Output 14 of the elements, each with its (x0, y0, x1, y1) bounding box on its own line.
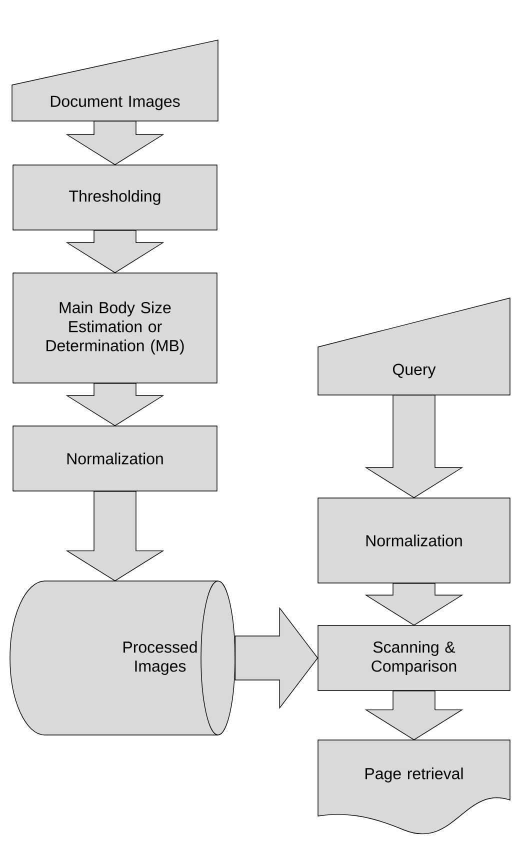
storage-drum: Processed Images (10, 580, 236, 736)
block-arrow (234, 606, 318, 710)
process-box: Normalization (318, 498, 510, 584)
block-arrow (364, 583, 464, 626)
process-box: Normalization (12, 426, 218, 492)
block-arrow (364, 690, 464, 740)
block-arrow (66, 230, 164, 274)
block-arrow (66, 383, 164, 426)
block-arrow (66, 120, 164, 166)
block-arrow (364, 394, 464, 498)
process-box: Scanning & Comparison (318, 625, 510, 691)
process-box: Main Body Size Estimation or Determination (MB) (12, 272, 218, 384)
block-arrow (66, 491, 164, 582)
process-box: Thresholding (12, 164, 218, 230)
